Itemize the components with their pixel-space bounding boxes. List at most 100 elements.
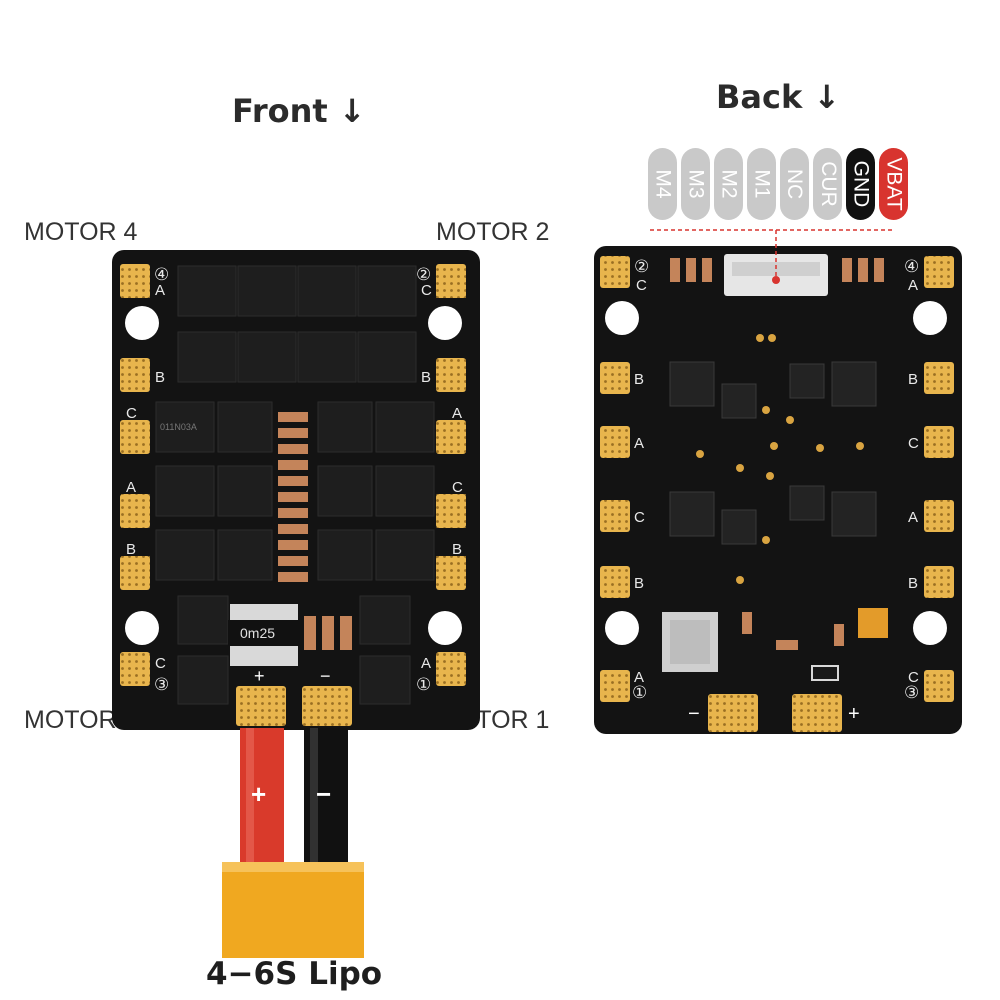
shunt-marking: 0m25: [240, 625, 275, 641]
mosfet-chip: [155, 401, 215, 453]
capacitor: [340, 616, 352, 650]
mcu-ic: [789, 485, 825, 521]
mosfet-chip: [237, 265, 297, 317]
mosfet-chip: [317, 401, 373, 453]
capacitor: [858, 258, 868, 282]
mosfet-chip: [317, 465, 373, 517]
capacitor: [278, 524, 308, 534]
pad-letter: B: [908, 575, 918, 592]
pad-letter: B: [421, 369, 431, 386]
pad-letter: B: [155, 369, 165, 386]
capacitor: [702, 258, 712, 282]
capacitor: [278, 412, 308, 422]
capacitor: [776, 640, 798, 650]
mosfet-chip: [177, 595, 229, 645]
mosfet-chip: [237, 331, 297, 383]
mounting-hole: [605, 611, 639, 645]
pin-m2: M2: [714, 148, 743, 220]
capacitor: [322, 616, 334, 650]
pad-letter: A: [421, 655, 431, 672]
mounting-hole: [913, 611, 947, 645]
mounting-hole: [428, 611, 462, 645]
driver-ic: [831, 491, 877, 537]
capacitor: [304, 616, 316, 650]
mosfet-chip: [297, 331, 357, 383]
mounting-hole: [913, 301, 947, 335]
pad-letter: A: [452, 405, 462, 422]
plus-sign: +: [848, 703, 860, 725]
motor-number: ③: [154, 675, 169, 694]
capacitor: [670, 258, 680, 282]
motor-number: ①: [632, 683, 647, 702]
front-heading: Front ↓: [232, 92, 366, 130]
pin-m3: M3: [681, 148, 710, 220]
mosfet-chip: [177, 331, 237, 383]
motor-number: ①: [416, 675, 431, 694]
pin-cur: CUR: [813, 148, 842, 220]
pad-letter: B: [634, 575, 644, 592]
pad-letter: A: [908, 509, 918, 526]
driver-ic: [831, 361, 877, 407]
mosfet-chip: [217, 401, 273, 453]
chip-marking: 011N03A: [160, 422, 197, 432]
capacitor: [278, 460, 308, 470]
pin-vbat: VBAT: [879, 148, 908, 220]
mosfet-chip: [359, 655, 411, 705]
mosfet-chip: [357, 331, 417, 383]
battery-leads: + −: [222, 728, 364, 958]
back-heading: Back ↓: [716, 78, 841, 116]
pad-letter: B: [908, 371, 918, 388]
capacitor: [874, 258, 884, 282]
capacitor: [278, 492, 308, 502]
capacitor: [742, 612, 752, 634]
mosfet-chip: [357, 265, 417, 317]
motor-4-label: MOTOR 4: [24, 218, 138, 246]
mounting-hole: [125, 306, 159, 340]
mosfet-chip: [317, 529, 373, 581]
minus-sign: −: [688, 703, 700, 725]
xt60-connector: [222, 862, 364, 958]
capacitor: [278, 444, 308, 454]
pad-letter: C: [636, 277, 647, 294]
driver-ic: [669, 491, 715, 537]
pad-letter: A: [126, 479, 136, 496]
pad-letter: B: [452, 541, 462, 558]
capacitor: [278, 572, 308, 582]
mosfet-chip: [297, 265, 357, 317]
mosfet-chip: [375, 529, 435, 581]
mounting-hole: [428, 306, 462, 340]
mounting-hole: [125, 611, 159, 645]
capacitor: [842, 258, 852, 282]
motor-number: ②: [416, 265, 431, 284]
pad-letter: C: [634, 509, 645, 526]
mosfet-chip: [217, 529, 273, 581]
wire-plus-sign: +: [251, 779, 266, 809]
motor-number: ④: [904, 257, 919, 276]
mosfet-chip: [375, 465, 435, 517]
mosfet-chip: [155, 465, 215, 517]
capacitor: [278, 476, 308, 486]
minus-sign: −: [320, 666, 331, 686]
pad-letter: A: [634, 435, 644, 452]
capacitor: [278, 556, 308, 566]
pad-letter: B: [634, 371, 644, 388]
capacitor: [278, 540, 308, 550]
mcu-ic: [789, 363, 825, 399]
pad-letter: A: [908, 277, 918, 294]
capacitor: [834, 624, 844, 646]
tantalum-capacitor: [858, 608, 888, 638]
mcu-ic: [721, 509, 757, 545]
mosfet-chip: [155, 529, 215, 581]
pin-m1: M1: [747, 148, 776, 220]
pad-letter: B: [126, 541, 136, 558]
pad-letter: C: [908, 435, 919, 452]
motor-number: ④: [154, 265, 169, 284]
mosfet-chip: [177, 265, 237, 317]
mcu-ic: [721, 383, 757, 419]
mounting-hole: [605, 301, 639, 335]
mosfet-chip: [375, 401, 435, 453]
front-board: 011N03A 0m25: [112, 250, 480, 730]
pad-letter: C: [421, 282, 432, 299]
driver-ic: [669, 361, 715, 407]
